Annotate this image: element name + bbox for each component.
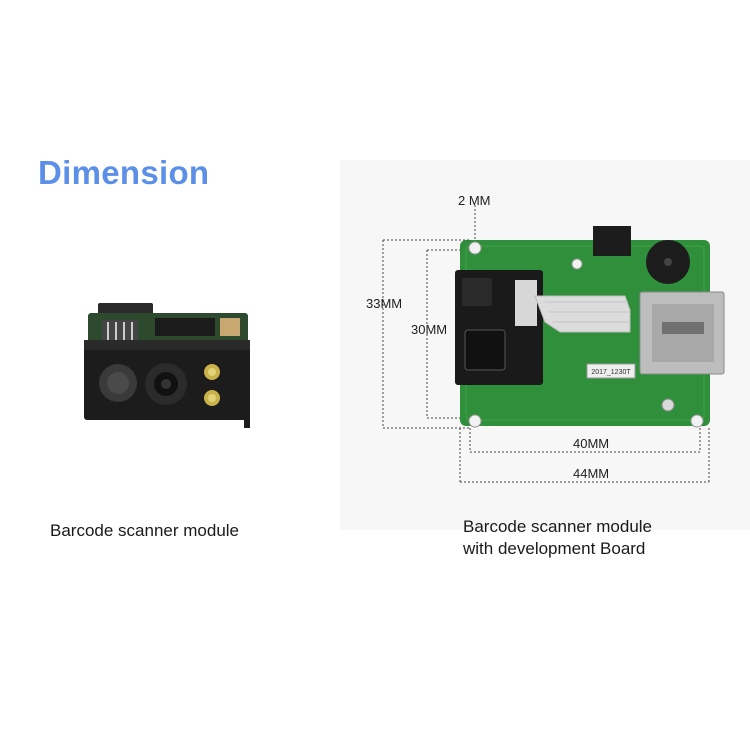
dimension-44mm: 44MM <box>573 466 610 481</box>
dimension-30mm: 30MM <box>411 322 448 337</box>
dimension-40mm: 40MM <box>573 436 610 451</box>
module-chip <box>155 318 215 336</box>
ribbon-cable <box>534 295 631 333</box>
caption-dev-board: Barcode scanner module with development … <box>463 516 652 560</box>
mount-hole <box>468 241 482 255</box>
dimension-33mm: 33MM <box>366 296 403 311</box>
board-label-sticker <box>586 363 636 379</box>
dimension-2mm: 2 MM <box>458 193 491 208</box>
caption-dev-board-line2: with development Board <box>463 539 646 558</box>
board-label-text: 2017_1230T <box>591 369 631 376</box>
audio-jack <box>593 226 631 256</box>
caption-scanner-module: Barcode scanner module <box>50 521 240 540</box>
page-title: Dimension <box>38 154 210 191</box>
caption-dev-board-line1: Barcode scanner module <box>463 517 653 536</box>
dimension-lines <box>382 205 710 483</box>
module-pins <box>102 320 138 340</box>
